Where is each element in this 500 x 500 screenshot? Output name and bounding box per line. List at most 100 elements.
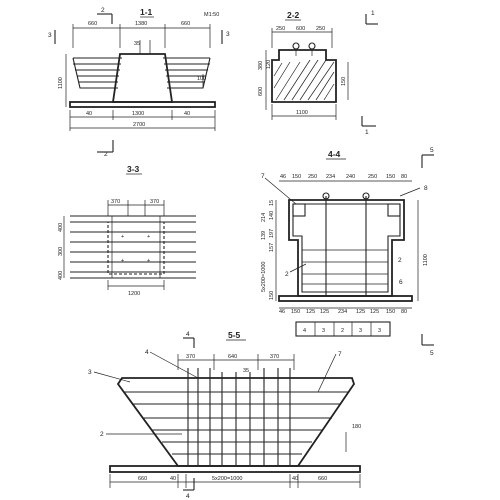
dim-33-top-left: 370 [111,199,120,205]
plus-mark-1: + [121,234,124,240]
dim-top-right: 660 [181,21,190,27]
dim-44-left-7: 5x200=1000 [261,262,267,292]
dim-44-left-5: 139 [261,231,267,240]
dim-55-top-right: 370 [270,354,279,360]
cut-mark-5-bottom: 5 [430,350,434,357]
dim-22-mid: 600 [296,26,305,32]
dim-left-height: 1100 [58,77,64,89]
label-4: 4 [145,349,149,356]
schedule-cell-2: 3 [322,328,325,334]
dim-55-top-left: 370 [186,354,195,360]
dim-55-bottom-3: 5x200=1000 [212,476,242,482]
cut-mark-5-top: 5 [430,147,434,154]
dim-44-bottom-5: 234 [338,309,347,315]
dim-22-right: 150 [341,77,347,86]
dim-bottom-left: 40 [86,111,92,117]
dim-44-left-1: 15 [269,200,275,206]
section-3-3-title: 3-3 [127,164,140,174]
section-3-3: 3-3 370 370 + + + + 400 300 [58,164,196,297]
cut-mark-3-right: 3 [226,31,230,38]
dim-44-left-2: 140 [269,211,275,220]
label-7: 7 [261,173,265,180]
dim-44-top-3: 250 [308,174,317,180]
dim-44-bottom-2: 150 [291,309,300,315]
anchor-width: 35 [134,41,140,47]
dim-55-top-mid: 640 [228,354,237,360]
dim-55-bottom-4: 40 [292,476,298,482]
label-7: 7 [338,351,342,358]
label-2-right: 2 [398,257,402,264]
label-2: 2 [100,431,104,438]
schedule-cell-5: 3 [378,328,381,334]
label-2-left: 2 [285,271,289,278]
dim-55-bottom-5: 660 [318,476,327,482]
dim-33-bottom: 1200 [128,291,140,297]
plus-mark-4: + [147,258,150,264]
hook-dim: 100 [197,76,206,82]
label-6: 6 [399,279,403,286]
dim-55-small: 35 [243,368,249,374]
dim-44-bottom-9: 80 [401,309,407,315]
dim-44-top-1: 46 [280,174,286,180]
dim-44-bottom-1: 46 [279,309,285,315]
dim-44-bottom-3: 125 [306,309,315,315]
dim-55-bottom-2: 40 [170,476,176,482]
cut-mark-2-top: 2 [101,7,105,14]
dim-44-bottom-4: 125 [320,309,329,315]
section-1-1: 1-1 M1:50 2 3 3 660 1380 660 35 [48,7,230,158]
dim-44-bottom-7: 125 [370,309,379,315]
scale-label: M1:50 [204,12,219,18]
section-1-1-title: 1-1 [140,7,153,17]
schedule-cell-1: 4 [303,328,306,334]
section-2-2-title: 2-2 [287,10,300,20]
section-5-5: 5-5 4 370 640 370 35 4 3 2 7 180 [88,330,361,500]
dim-33-left-1: 400 [58,223,64,232]
dim-44-top-8: 80 [401,174,407,180]
plus-mark-2: + [147,234,150,240]
cut-mark-4-bottom: 4 [186,493,190,500]
dim-top-middle: 1380 [135,21,147,27]
dim-44-top-7: 150 [386,174,395,180]
dim-33-left-3: 400 [58,271,64,280]
cut-mark-4-top: 4 [186,331,190,338]
dim-44-top-5: 240 [346,174,355,180]
dim-22-right: 250 [316,26,325,32]
schedule-cell-4: 3 [359,328,362,334]
dim-total: 2700 [133,122,145,128]
dim-44-bottom-8: 150 [386,309,395,315]
cut-mark-2-bottom: 2 [104,151,108,158]
dim-22-total: 1100 [296,110,308,116]
dim-bottom-middle: 1300 [132,111,144,117]
dim-44-top-6: 250 [368,174,377,180]
section-2-2: 2-2 1 250 600 250 380 600 [258,10,378,136]
schedule-cell-3: 2 [341,328,344,334]
cut-mark-3-left: 3 [48,32,52,39]
dim-44-top-2: 150 [292,174,301,180]
plus-mark-3: + [121,258,124,264]
label-8: 8 [424,185,428,192]
dim-22-left: 250 [276,26,285,32]
bar-schedule: 4 3 2 3 3 [295,321,391,337]
dim-44-height: 1100 [423,254,429,266]
dim-33-left-2: 300 [58,247,64,256]
dim-44-left-3: 214 [261,213,267,222]
dim-44-left-6: 157 [269,243,275,252]
label-3: 3 [88,369,92,376]
dim-22-left-1: 380 [258,61,264,70]
dim-180: 180 [352,424,361,430]
dim-bottom-right: 40 [184,111,190,117]
dim-44-bottom-6: 125 [356,309,365,315]
dim-22-left-2: 600 [258,87,264,96]
dim-44-left-4: 197 [269,229,275,238]
cut-mark-1-bottom: 1 [365,129,369,136]
cut-mark-1-top: 1 [371,10,375,17]
dim-top-left: 660 [88,21,97,27]
section-5-5-title: 5-5 [228,330,241,340]
dim-44-top-4: 234 [326,174,335,180]
section-4-4-title: 4-4 [328,149,341,159]
dim-55-bottom-1: 660 [138,476,147,482]
dim-22-left-3: 120 [266,60,272,69]
section-4-4: 4-4 5 46 150 250 234 240 250 150 80 7 8 [261,147,434,357]
dim-33-top-right: 370 [150,199,159,205]
